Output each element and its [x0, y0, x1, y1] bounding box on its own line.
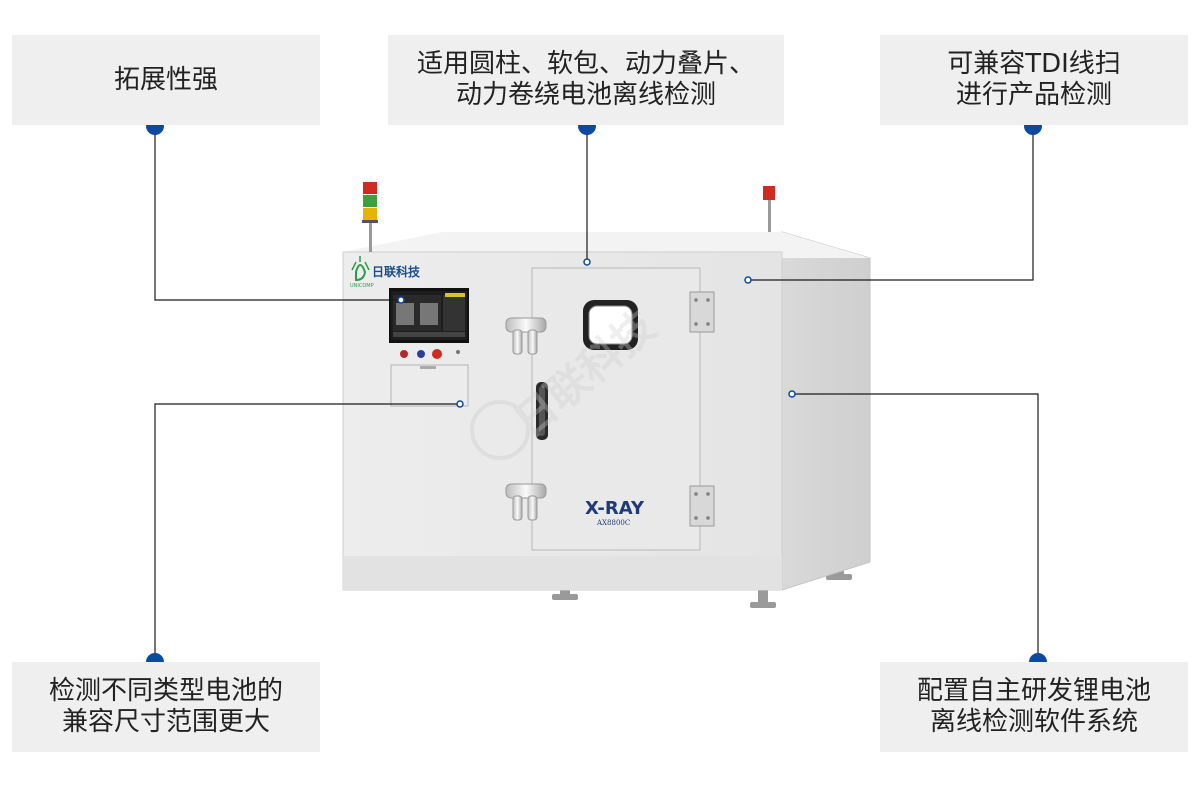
- access-panel: [390, 364, 469, 407]
- cabinet-side-panel: [781, 231, 871, 591]
- callout-battery-types: 适用圆柱、软包、动力叠片、 动力卷绕电池离线检测: [388, 35, 784, 125]
- brand-logo: [351, 256, 370, 282]
- callout-text: 拓展性强: [113, 64, 218, 95]
- model-number: AX8800C: [596, 519, 630, 527]
- callout-text: 检测不同类型电池的: [48, 676, 283, 706]
- connector-lines: [154, 126, 1039, 662]
- callout-size-range: 检测不同类型电池的 兼容尺寸范围更大: [12, 662, 320, 752]
- connector-endpoints: [397, 258, 796, 408]
- signal-tower-light: [362, 182, 378, 252]
- callout-text: 进行产品检测: [955, 80, 1112, 110]
- callout-expandability: 拓展性强: [12, 35, 320, 125]
- brand-name-cn: 日联科技: [372, 264, 421, 279]
- door-hinges: [689, 291, 715, 527]
- callout-text: 配置自主研发锂电池: [916, 676, 1151, 706]
- callout-tdi-scan: 可兼容TDI线扫 进行产品检测: [880, 35, 1188, 125]
- brand-name-en: UNICOMP: [350, 283, 374, 289]
- callout-text: 兼容尺寸范围更大: [61, 707, 270, 737]
- callout-text: 动力卷绕电池离线检测: [455, 80, 716, 110]
- control-panel-buttons: [400, 349, 460, 359]
- xray-label: X-RAY: [585, 498, 645, 519]
- callout-software: 配置自主研发锂电池 离线检测软件系统: [880, 662, 1188, 752]
- callout-text: 可兼容TDI线扫: [947, 49, 1121, 79]
- warning-beacon-light: [763, 186, 775, 232]
- callout-text: 离线检测软件系统: [929, 707, 1138, 737]
- callout-text: 适用圆柱、软包、动力叠片、: [416, 49, 755, 79]
- door-latches: [505, 317, 547, 521]
